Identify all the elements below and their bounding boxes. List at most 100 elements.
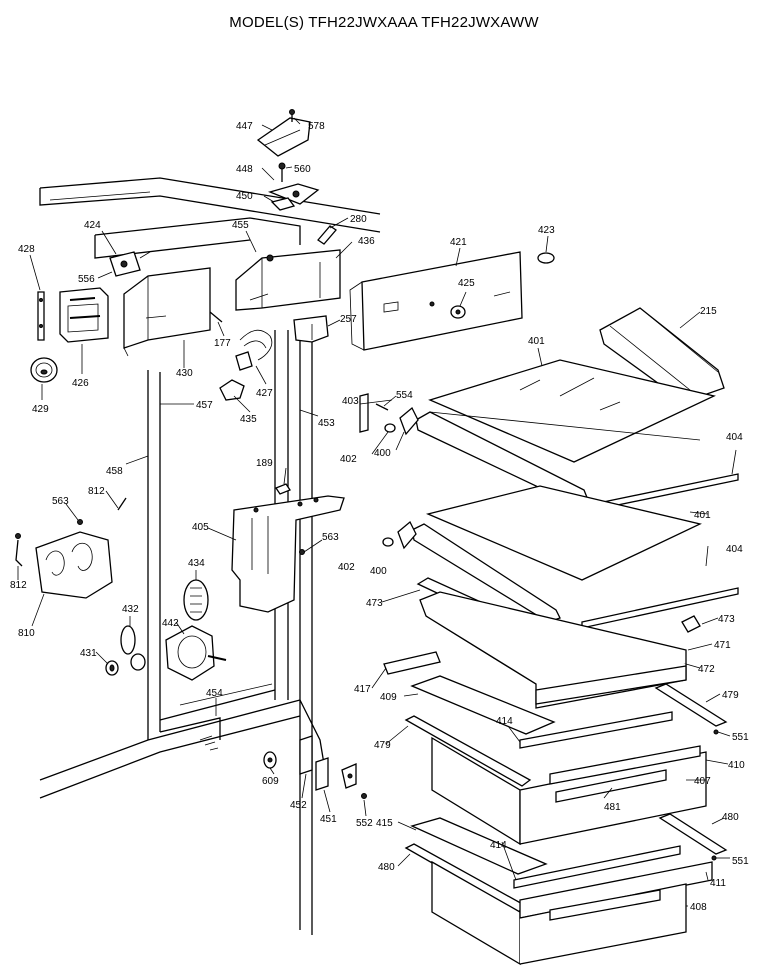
part-labels-repeated: 401 404 402 400 473 479 xyxy=(338,510,743,751)
label-177: 177 xyxy=(214,338,231,349)
label-551-upper: 551 xyxy=(732,732,749,743)
label-457: 457 xyxy=(196,400,213,411)
grommet-432 xyxy=(120,625,146,671)
tube-812-top xyxy=(117,497,127,511)
shelf-clip-lower-402 xyxy=(382,537,394,547)
shelf-bracket-lower-400 xyxy=(397,520,417,550)
label-423: 423 xyxy=(538,225,555,236)
label-452: 452 xyxy=(290,800,307,811)
label-480-left: 480 xyxy=(378,862,395,873)
harness-427 xyxy=(235,329,273,371)
hinge-bracket-right xyxy=(341,763,357,789)
label-455: 455 xyxy=(232,220,249,231)
label-436: 436 xyxy=(358,236,375,247)
plate-189 xyxy=(275,483,291,495)
label-428: 428 xyxy=(18,244,35,255)
slide-473-right xyxy=(681,615,701,633)
label-432: 432 xyxy=(122,604,139,615)
glass-409 xyxy=(410,675,556,735)
label-404-lower: 404 xyxy=(726,544,743,555)
label-472: 472 xyxy=(698,664,715,675)
label-405: 405 xyxy=(192,522,209,533)
label-427: 427 xyxy=(256,388,273,399)
label-401-lower: 401 xyxy=(694,510,711,521)
label-556: 556 xyxy=(78,274,95,285)
label-429: 429 xyxy=(32,404,49,415)
relay-435 xyxy=(219,379,245,401)
light-shield-447 xyxy=(256,117,311,157)
handle-481 xyxy=(555,769,667,803)
part-labels: 447 578 448 560 450 280 436 421 423 424 … xyxy=(10,121,749,913)
label-810: 810 xyxy=(18,628,35,639)
knob-429 xyxy=(30,357,58,383)
label-448: 448 xyxy=(236,164,253,175)
control-housing-436 xyxy=(235,249,341,311)
screw-554 xyxy=(375,403,389,411)
label-402-upper: 402 xyxy=(340,454,357,465)
shelf-glass-lower-401 xyxy=(425,485,702,581)
label-403: 403 xyxy=(342,396,359,407)
shelf-frame-lower xyxy=(411,523,561,623)
label-215: 215 xyxy=(700,306,717,317)
label-479-left: 479 xyxy=(374,740,391,751)
knob-423 xyxy=(537,252,555,264)
air-duct-405 xyxy=(231,495,345,613)
label-411: 411 xyxy=(710,878,726,889)
bracket-403 xyxy=(359,393,369,433)
slide-480-right xyxy=(658,813,728,855)
label-609: 609 xyxy=(262,776,279,787)
label-430: 430 xyxy=(176,368,193,379)
bulb-280 xyxy=(317,225,337,245)
drawer-408 xyxy=(431,860,713,966)
label-450: 450 xyxy=(236,191,253,202)
label-402-lower: 402 xyxy=(338,562,355,573)
grommet-434 xyxy=(183,579,209,621)
label-560: 560 xyxy=(294,164,311,175)
screw-177 xyxy=(209,311,223,323)
label-552: 552 xyxy=(356,818,373,829)
trim-414-upper xyxy=(519,711,673,749)
label-425: 425 xyxy=(458,278,475,289)
knob-425 xyxy=(450,305,466,319)
label-442: 442 xyxy=(162,618,179,629)
label-280: 280 xyxy=(350,214,367,225)
label-563-left: 563 xyxy=(52,496,69,507)
label-257: 257 xyxy=(340,314,357,325)
heater-810 xyxy=(35,531,113,599)
label-409: 409 xyxy=(380,692,397,703)
tube-812-left xyxy=(15,533,23,567)
shelf-glass-upper-401 xyxy=(428,359,716,463)
glass-415 xyxy=(410,817,548,875)
label-471: 471 xyxy=(714,640,731,651)
label-479-right: 479 xyxy=(722,690,739,701)
screw-551-lower xyxy=(711,855,717,861)
label-447: 447 xyxy=(236,121,253,132)
label-401-upper: 401 xyxy=(528,336,545,347)
label-407: 407 xyxy=(694,776,711,787)
slide-479-right xyxy=(654,683,728,727)
screw-563-left xyxy=(77,519,83,525)
label-400-lower: 400 xyxy=(370,566,387,577)
screw-578 xyxy=(289,109,295,122)
screw-552 xyxy=(361,793,367,799)
label-434: 434 xyxy=(188,558,205,569)
label-415: 415 xyxy=(376,818,393,829)
bracket-452 xyxy=(299,735,313,775)
shelf-trim-lower-404 xyxy=(581,587,739,629)
damper-426 xyxy=(59,287,109,343)
hinge-451 xyxy=(315,757,329,791)
label-812-left: 812 xyxy=(10,580,27,591)
label-408: 408 xyxy=(690,902,707,913)
label-563-right: 563 xyxy=(322,532,339,543)
fan-motor-442 xyxy=(165,625,227,681)
pan-472 xyxy=(425,615,687,709)
label-458: 458 xyxy=(106,466,123,477)
cover-430 xyxy=(123,267,211,357)
shelf-bracket-upper-400 xyxy=(399,406,419,436)
trim-414-lower xyxy=(513,845,681,889)
label-424: 424 xyxy=(84,220,101,231)
control-panel-421 xyxy=(349,251,523,351)
leader-lines xyxy=(17,117,737,907)
label-480-right: 480 xyxy=(722,812,739,823)
